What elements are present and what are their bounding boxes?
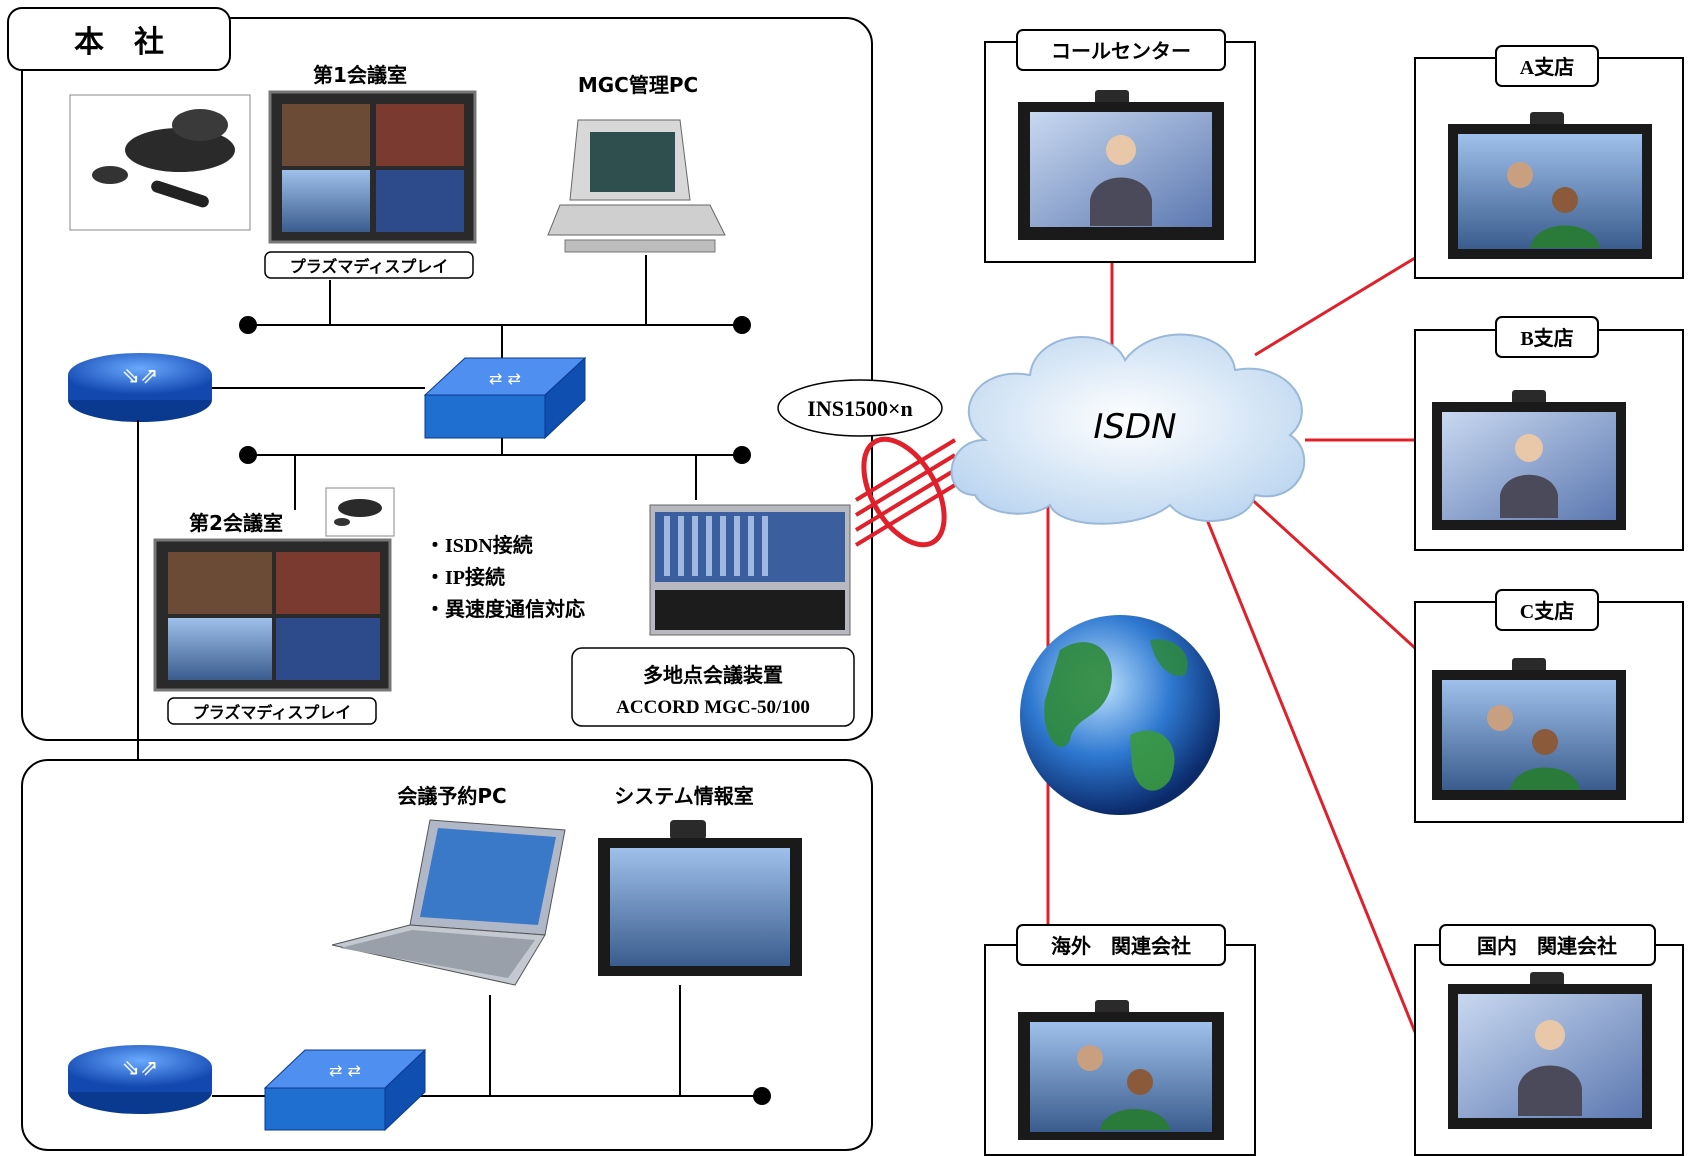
- system-room-monitor: システム情報室: [598, 784, 802, 976]
- router-icon: ⇘⇗: [68, 1045, 212, 1114]
- headquarters-title: 本 社: [74, 25, 164, 60]
- room1-display-label: プラズマディスプレイ: [290, 257, 449, 276]
- svg-text:⇄ ⇄: ⇄ ⇄: [489, 369, 521, 388]
- router-icon: ⇘⇗: [68, 353, 212, 422]
- site-domestic-affiliate: 国内 関連会社: [1414, 924, 1684, 1156]
- features-list: ・ISDN接続 ・IP接続 ・異速度通信対応: [425, 533, 585, 621]
- hq-lan-bus-upper: [239, 255, 751, 358]
- globe-icon: [1020, 615, 1220, 815]
- switch-icon: ⇄ ⇄: [263, 1048, 427, 1132]
- branch-b-label: B支店: [1520, 326, 1573, 350]
- site-overseas-affiliate: 海外 関連会社: [984, 924, 1256, 1156]
- svg-text:⇄ ⇄: ⇄ ⇄: [329, 1061, 361, 1080]
- site-branch-c: C支店: [1414, 589, 1684, 823]
- room2-label: 第2会議室: [189, 511, 283, 535]
- svg-text:⇘⇗: ⇘⇗: [122, 364, 159, 389]
- svg-text:⇘⇗: ⇘⇗: [122, 1056, 159, 1081]
- domestic-label: 国内 関連会社: [1477, 934, 1617, 958]
- room1-label: 第1会議室: [313, 63, 407, 87]
- mcu-name: 多地点会議装置: [643, 663, 783, 687]
- camera-icon: [69, 94, 251, 231]
- site-branch-a: A支店: [1414, 45, 1684, 279]
- branch-c-label: C支店: [1520, 599, 1574, 623]
- room1-display: 第1会議室 プラズマディスプレイ: [264, 63, 477, 279]
- hq-lan-bus-lower: [239, 438, 751, 510]
- laptop-icon: 会議予約PC: [331, 784, 566, 986]
- call-center-label: コールセンター: [1051, 39, 1191, 63]
- feature-ip: ・IP接続: [425, 565, 505, 589]
- mgc-pc-label: MGC管理PC: [578, 73, 698, 97]
- ins1500-bundle: [854, 436, 957, 548]
- isdn-label: ISDN: [1093, 407, 1176, 447]
- ins1500-label: INS1500×n: [807, 396, 912, 421]
- isdn-cloud: ISDN: [950, 333, 1306, 525]
- lower-lan-bus: [212, 985, 771, 1105]
- booking-pc-label: 会議予約PC: [397, 784, 506, 808]
- headquarters-title-box: [7, 7, 231, 71]
- site-branch-b: B支店: [1414, 316, 1684, 551]
- monitor-icon: MGC管理PC: [547, 73, 726, 253]
- mcu-icon: 多地点会議装置 ACCORD MGC-50/100: [571, 504, 855, 727]
- mcu-model: ACCORD MGC-50/100: [616, 697, 810, 718]
- site-call-center: コールセンター: [984, 29, 1256, 263]
- room2-display-label: プラズマディスプレイ: [193, 703, 352, 722]
- feature-speed: ・異速度通信対応: [425, 597, 585, 621]
- ins1500-label-box: INS1500×n: [777, 379, 943, 437]
- switch-icon: ⇄ ⇄: [423, 356, 587, 440]
- overseas-label: 海外 関連会社: [1051, 934, 1191, 958]
- feature-isdn: ・ISDN接続: [425, 533, 533, 557]
- system-room-label: システム情報室: [614, 784, 753, 808]
- branch-a-label: A支店: [1520, 55, 1574, 79]
- room2-display: 第2会議室 プラズマディスプレイ: [153, 487, 395, 725]
